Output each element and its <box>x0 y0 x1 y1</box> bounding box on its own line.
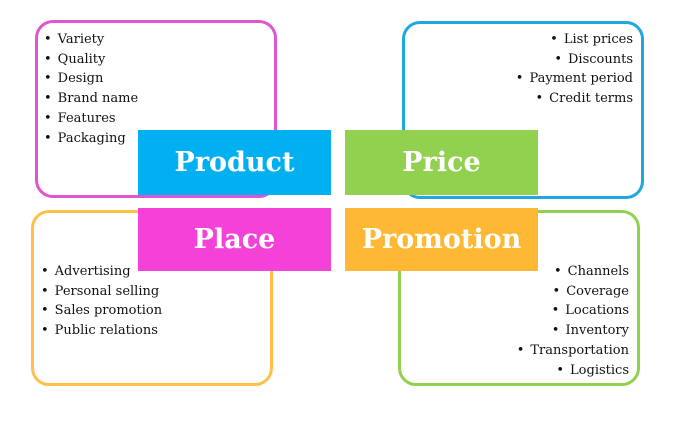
promotion-label: Promotion <box>361 224 522 255</box>
place-item: Sales promotion <box>41 301 162 321</box>
place-item: Personal selling <box>41 282 162 302</box>
place-item: Advertising <box>41 262 162 282</box>
price-item: List prices <box>516 30 633 50</box>
product-items-list: Variety Quality Design Brand name Featur… <box>44 30 139 149</box>
place-box: Place <box>138 208 331 271</box>
price-label: Price <box>402 147 481 178</box>
product-item: Design <box>44 69 138 89</box>
price-item: Credit terms <box>516 89 633 109</box>
price-item: Payment period <box>516 69 633 89</box>
product-item: Features <box>44 109 138 129</box>
promotion-item: Locations <box>517 301 629 321</box>
promotion-item: Coverage <box>517 282 629 302</box>
place-items-list: Advertising Personal selling Sales promo… <box>41 262 162 341</box>
product-label: Product <box>174 147 295 178</box>
promotion-item: Transportation <box>517 341 629 361</box>
promotion-item: Inventory <box>517 321 629 341</box>
place-item: Public relations <box>41 321 162 341</box>
price-items-list: List prices Discounts Payment period Cre… <box>516 30 633 109</box>
price-item: Discounts <box>516 50 633 70</box>
product-box: Product <box>138 130 331 195</box>
promotion-box: Promotion <box>345 208 538 271</box>
promotion-item: Logistics <box>517 361 629 381</box>
promotion-item: Channels <box>517 262 629 282</box>
price-box: Price <box>345 130 538 195</box>
product-item: Brand name <box>44 89 139 109</box>
place-label: Place <box>193 224 276 255</box>
product-item: Variety <box>44 30 138 50</box>
promotion-items-list: Channels Coverage Locations Inventory Tr… <box>517 262 629 380</box>
product-item: Packaging <box>44 129 138 149</box>
product-item: Quality <box>44 50 138 70</box>
